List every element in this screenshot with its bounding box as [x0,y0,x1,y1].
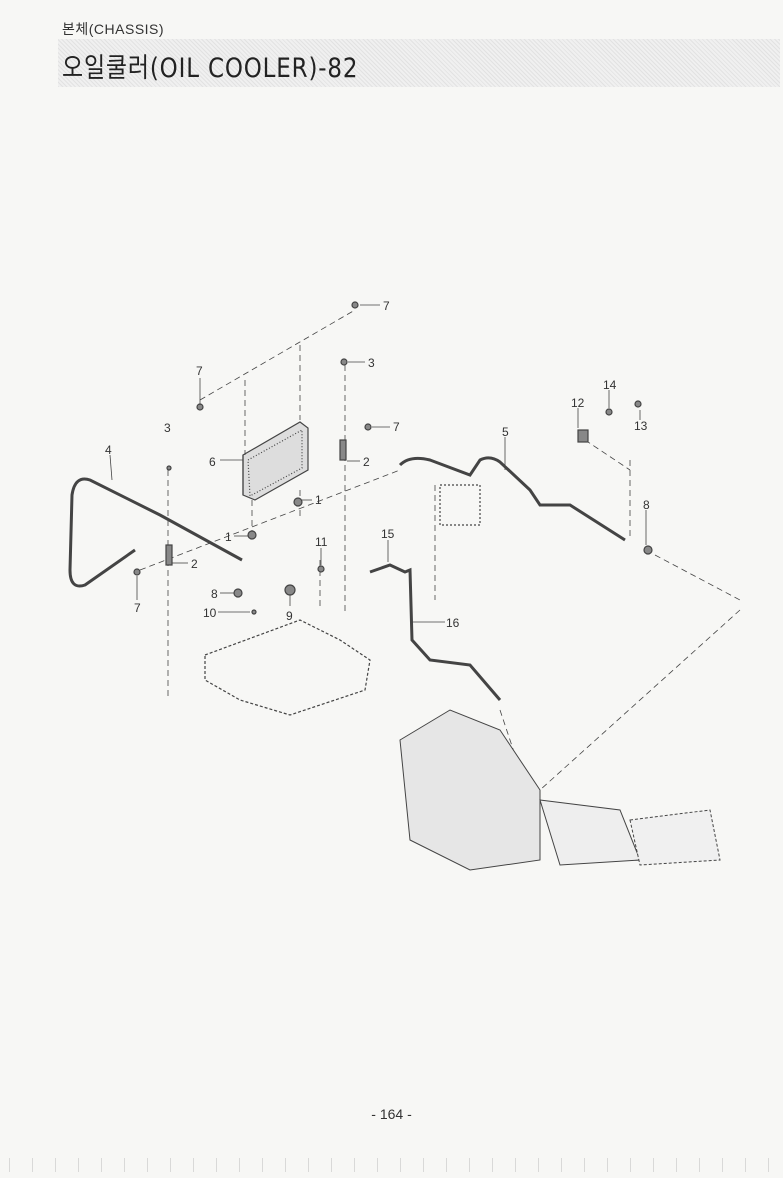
callout-2: 2 [191,557,198,571]
scan-artifact [0,1158,783,1172]
callout-7: 7 [196,364,203,378]
callout-8: 8 [643,498,650,512]
callout-2: 2 [363,455,370,469]
oil-cooler-core [242,421,309,501]
callout-5: 5 [502,425,509,439]
callout-6: 6 [209,455,216,469]
callout-9: 9 [286,609,293,623]
callout-15: 15 [381,527,395,541]
valve-block [439,484,481,526]
callout-labels: 7 7 3 3 7 6 2 4 1 1 11 2 7 8 10 9 15 16 … [105,299,650,630]
callout-10: 10 [203,606,217,620]
callout-11: 11 [315,535,328,549]
pipe-16 [369,563,502,701]
callout-3: 3 [368,356,375,370]
callout-16: 16 [446,616,460,630]
page-title: 오일쿨러(OIL COOLER)-82 [62,53,359,84]
pipe-5 [398,456,626,542]
callout-7: 7 [134,601,141,615]
callout-1: 1 [315,493,322,507]
callout-13: 13 [634,419,648,433]
frame-bracket [204,619,371,716]
callout-12: 12 [571,396,585,410]
callout-3: 3 [164,421,171,435]
callout-7: 7 [393,420,400,434]
section-label: 본체(CHASSIS) [62,21,165,37]
callout-7: 7 [383,299,390,313]
callout-8: 8 [211,587,218,601]
pipe-4 [68,477,243,588]
page-number: - 164 - [371,1106,412,1122]
transmission [399,709,721,871]
callout-4: 4 [105,443,112,457]
callout-1: 1 [225,530,232,544]
callout-14: 14 [603,378,617,392]
title-bar [58,39,780,87]
